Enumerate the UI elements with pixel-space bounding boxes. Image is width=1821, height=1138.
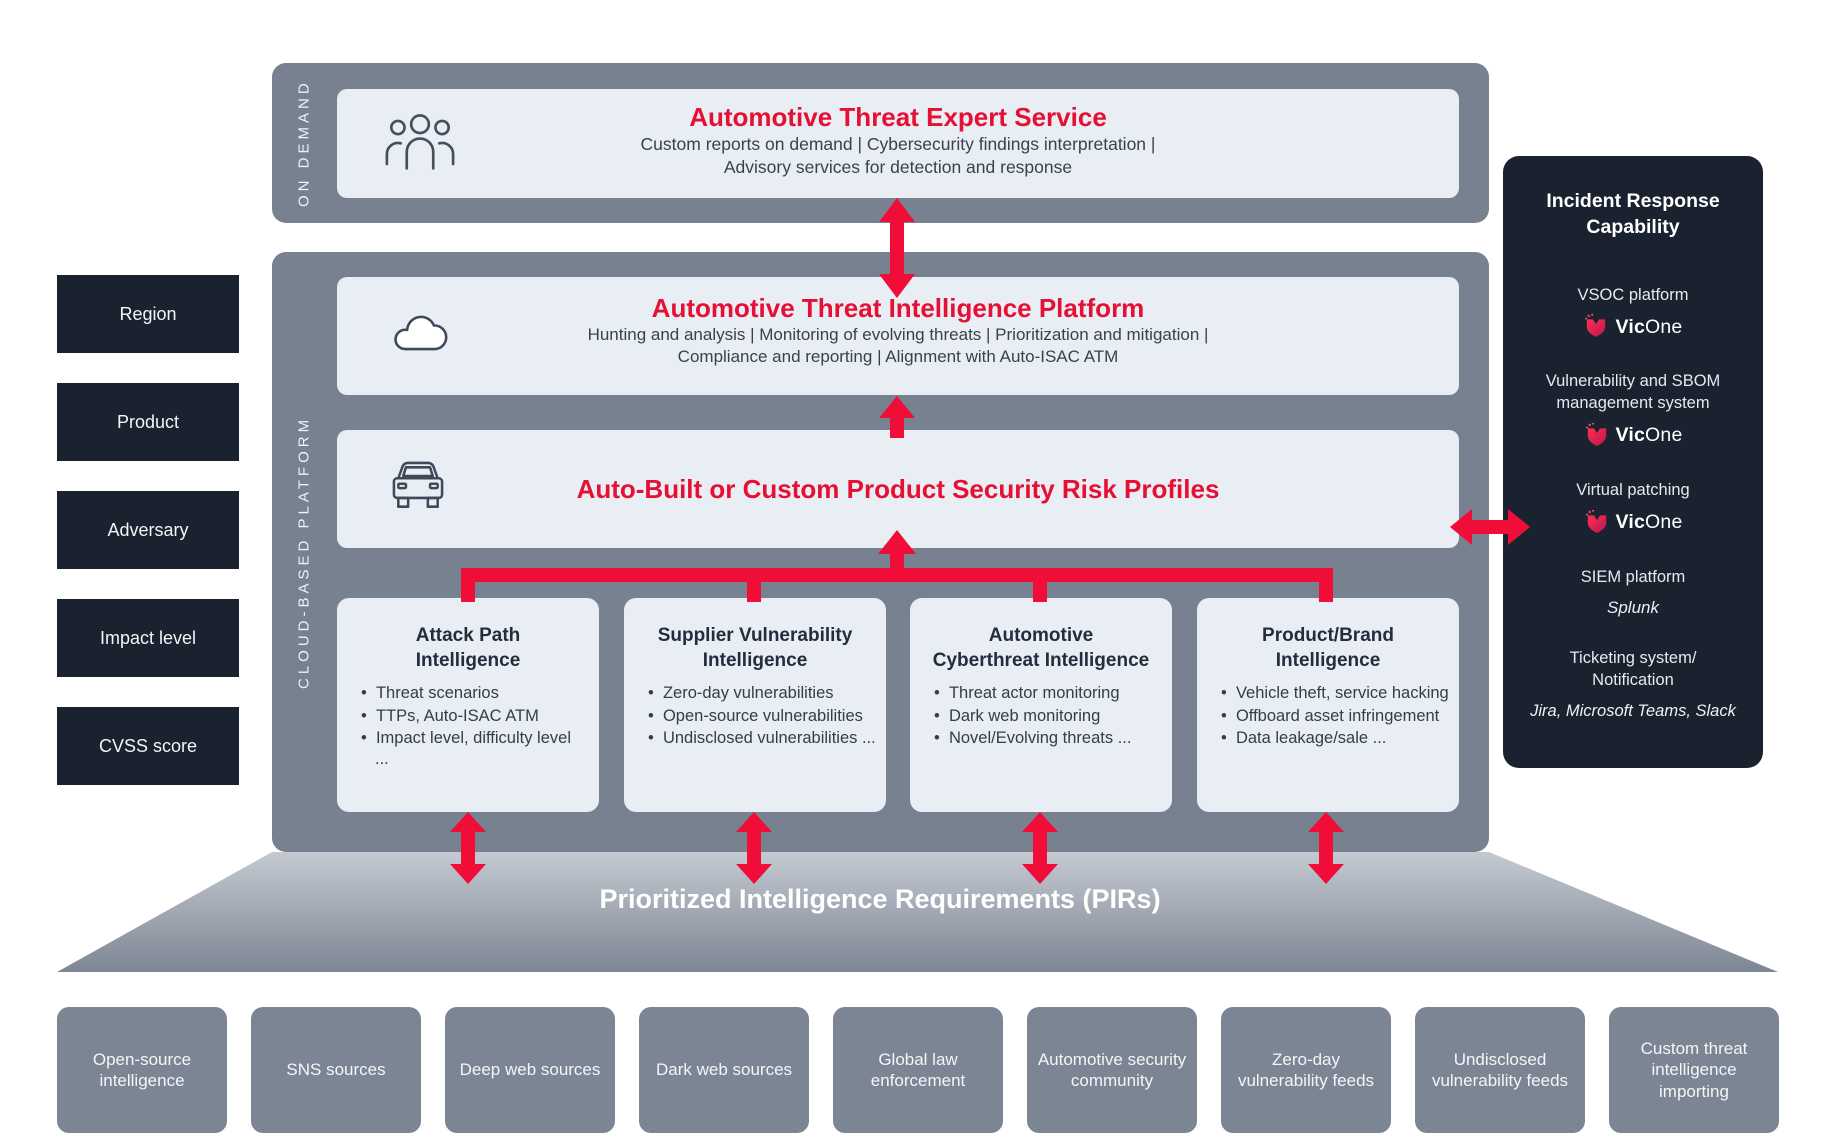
source-zero-day-vulnerability-feeds: Zero-day vulnerability feeds [1221,1007,1391,1133]
intel-box-title: Supplier Vulnerability Intelligence [657,625,853,671]
incident-response-title: Incident Response Capability [1546,190,1720,239]
cloud-platform-container: CLOUD-BASED PLATFORM Automotive Threat I… [272,252,1489,852]
intel-box-title: Automotive Cyberthreat Intelligence [932,625,1150,671]
filter-region: Region [57,275,239,353]
pir-funnel-shape [57,852,1778,972]
arrow-platform-riskprofiles [879,396,915,438]
intel-box-bullets: Zero-day vulnerabilities Open-source vul… [624,683,886,748]
car-icon [383,456,453,518]
ir-item-vuln-sbom: Vulnerability and SBOM management system… [1546,371,1721,450]
intel-box-title: Attack Path Intelligence [415,625,521,671]
on-demand-container: ON DEMAND Automotive Threat Expert Servi… [272,63,1489,223]
intel-box-title: Product/Brand Intelligence [1262,625,1394,671]
arrow-expert-platform [879,198,915,298]
source-automotive-security-community: Automotive security community [1027,1007,1197,1133]
incident-response-panel: Incident Response Capability VSOC platfo… [1503,156,1763,768]
filter-product: Product [57,383,239,461]
filter-adversary: Adversary [57,491,239,569]
arrow-attackpath-pir [450,812,486,884]
source-sns-sources: SNS sources [251,1007,421,1133]
siem-vendor: Splunk [1607,598,1659,618]
source-global-law-enforcement: Global law enforcement [833,1007,1003,1133]
source-undisclosed-vulnerability-feeds: Undisclosed vulnerability feeds [1415,1007,1585,1133]
pir-banner-title: Prioritized Intelligence Requirements (P… [599,884,1161,914]
intel-box-product-brand: Product/Brand Intelligence Vehicle theft… [1197,598,1459,812]
ir-item-siem: SIEM platform Splunk [1580,567,1686,618]
expert-service-title: Automotive Threat Expert Service [689,102,1107,132]
intel-box-bullets: Threat scenarios TTPs, Auto-ISAC ATM Imp… [337,683,599,769]
arrow-productbrand-pir [1308,812,1344,884]
arrow-supplier-pir [736,812,772,884]
source-open-source-intelligence: Open-source intelligence [57,1007,227,1133]
source-dark-web-sources: Dark web sources [639,1007,809,1133]
intel-box-supplier-vulnerability: Supplier Vulnerability Intelligence Zero… [624,598,886,812]
intel-box-bullets: Threat actor monitoring Dark web monitor… [910,683,1172,748]
intel-box-attack-path: Attack Path Intelligence Threat scenario… [337,598,599,812]
atip-subtitle-line2: Compliance and reporting | Alignment wit… [677,347,1119,367]
cloud-platform-label: CLOUD-BASED PLATFORM [295,415,313,689]
connector-intel-to-riskprofiles [461,530,1333,602]
vicone-logo: VicOne [1576,509,1689,537]
expert-service-subtitle-line2: Advisory services for detection and resp… [723,156,1073,177]
ir-item-vsoc: VSOC platform VicOne [1578,285,1689,342]
source-custom-threat-intelligence-importing: Custom threat intelligence importing [1609,1007,1779,1133]
intel-box-bullets: Vehicle theft, service hacking Offboard … [1197,683,1459,748]
risk-profiles-box: Auto-Built or Custom Product Security Ri… [337,430,1459,548]
expert-service-subtitle-line1: Custom reports on demand | Cybersecurity… [640,134,1156,154]
on-demand-label: ON DEMAND [295,79,313,207]
source-deep-web-sources: Deep web sources [445,1007,615,1133]
expert-service-box: Automotive Threat Expert Service Custom … [337,89,1459,198]
risk-profiles-title: Auto-Built or Custom Product Security Ri… [576,473,1220,504]
filter-cvss-score: CVSS score [57,707,239,785]
ir-item-virtual-patching: Virtual patching VicOne [1576,480,1689,537]
vicone-logo: VicOne [1546,422,1721,450]
atip-subtitle-line1: Hunting and analysis | Monitoring of evo… [587,325,1209,344]
intel-box-automotive-cyberthreat: Automotive Cyberthreat Intelligence Thre… [910,598,1172,812]
arrow-cyberthreat-pir [1022,812,1058,884]
vicone-logo: VicOne [1578,313,1689,341]
atip-title: Automotive Threat Intelligence Platform [651,293,1145,323]
people-icon [383,111,457,175]
ir-item-ticketing: Ticketing system/ Notification Jira, Mic… [1530,649,1736,720]
filter-impact-level: Impact level [57,599,239,677]
ticketing-vendor: Jira, Microsoft Teams, Slack [1530,701,1736,720]
cloud-icon [389,311,451,355]
arrow-platform-incidentresponse [1450,509,1530,545]
